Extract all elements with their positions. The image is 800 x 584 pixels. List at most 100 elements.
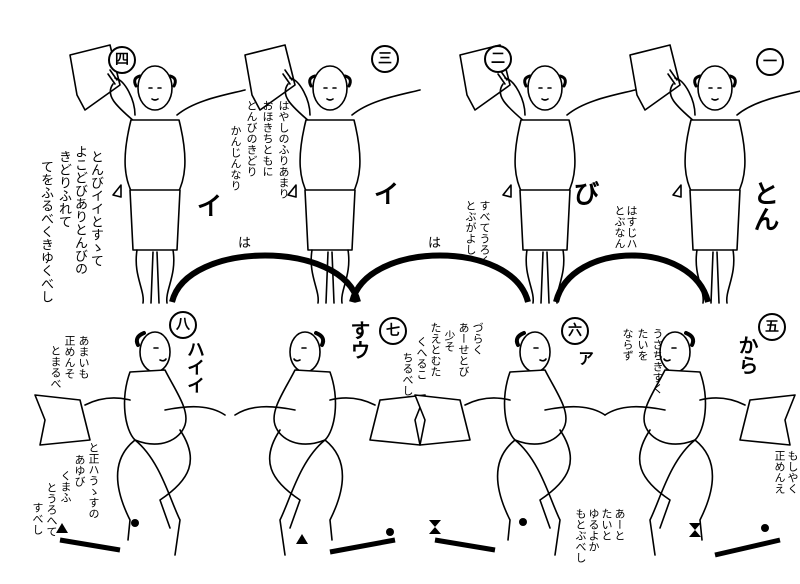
label-kara: から bbox=[735, 335, 759, 375]
note-line: はすじハ bbox=[625, 205, 638, 249]
torso bbox=[514, 119, 576, 196]
apron bbox=[304, 189, 356, 251]
head bbox=[527, 65, 563, 111]
note-line: よこどびありとんびの bbox=[72, 145, 87, 275]
note-line: ならず bbox=[621, 328, 634, 361]
face bbox=[663, 347, 677, 362]
head bbox=[289, 331, 321, 373]
ground-bar bbox=[434, 537, 496, 553]
note-line: くまふ bbox=[59, 470, 72, 503]
step-number-4: 四 bbox=[108, 46, 136, 74]
arms bbox=[84, 397, 226, 416]
arch bbox=[169, 252, 361, 303]
ball-marker bbox=[519, 518, 527, 526]
ground-bars bbox=[56, 518, 781, 558]
note-line: とんびのきどり bbox=[245, 100, 258, 177]
step-number-2: 二 bbox=[484, 45, 512, 73]
fan bbox=[69, 44, 121, 111]
legs bbox=[116, 429, 192, 556]
label-bi: び bbox=[569, 180, 599, 206]
squatting-dancer bbox=[414, 331, 606, 556]
note-line: 少そ bbox=[443, 330, 456, 352]
arms bbox=[234, 397, 376, 416]
fan bbox=[34, 394, 91, 446]
fan bbox=[244, 44, 296, 111]
note-line: すべし bbox=[31, 502, 44, 535]
hair bbox=[134, 331, 146, 347]
head bbox=[659, 331, 691, 373]
note-line: すべてうろく bbox=[478, 200, 491, 266]
hair bbox=[133, 74, 177, 88]
tassel bbox=[502, 184, 512, 198]
arms bbox=[464, 397, 606, 416]
ball-marker bbox=[761, 524, 769, 532]
label-ton: とん bbox=[749, 180, 779, 232]
head bbox=[697, 65, 733, 111]
note-line: くへるこ bbox=[415, 336, 428, 380]
arms bbox=[669, 77, 800, 123]
note-line: てをふるべくきゆくべし bbox=[38, 160, 53, 303]
arms bbox=[284, 77, 421, 123]
fan bbox=[369, 394, 426, 446]
torso bbox=[684, 119, 746, 196]
standing-dancer bbox=[244, 44, 421, 304]
note-line: もとぶべし bbox=[574, 508, 587, 563]
torso bbox=[273, 369, 337, 445]
label-i-4: イ bbox=[192, 192, 222, 218]
face bbox=[538, 87, 552, 101]
label-i-3: イ bbox=[369, 180, 399, 206]
head bbox=[139, 331, 171, 373]
note-line: ちるべし bbox=[401, 352, 414, 396]
arch bbox=[349, 252, 531, 303]
note-line: づらく bbox=[471, 322, 484, 355]
squatting-dancer bbox=[234, 331, 426, 556]
stage-arches bbox=[169, 252, 711, 303]
legs bbox=[135, 249, 175, 304]
step-number-7: 七 bbox=[379, 317, 407, 345]
step-number-6: 六 bbox=[561, 317, 589, 345]
torso bbox=[643, 369, 707, 445]
face bbox=[148, 87, 162, 101]
arch bbox=[553, 252, 711, 303]
legs bbox=[268, 429, 344, 556]
legs bbox=[638, 429, 714, 556]
torso bbox=[503, 369, 567, 445]
head bbox=[137, 65, 173, 111]
standing-dancer bbox=[629, 44, 800, 304]
note-line: はやしのふりあまり bbox=[277, 100, 290, 199]
hair bbox=[514, 331, 526, 347]
torso bbox=[123, 369, 187, 445]
ball-marker bbox=[131, 519, 139, 527]
note-line: と正ハうゝすの bbox=[87, 442, 100, 519]
note-line: 正めんえ bbox=[773, 450, 786, 494]
step-number-8: 八 bbox=[169, 311, 197, 339]
note-line: うさちきすく bbox=[651, 328, 664, 394]
arms bbox=[604, 397, 746, 416]
standing-dancer bbox=[69, 44, 246, 304]
legs bbox=[496, 429, 572, 556]
note-line: とまるべ bbox=[49, 345, 62, 389]
triangle-marker bbox=[56, 523, 68, 533]
note-line: あーせとび bbox=[457, 322, 470, 377]
arms bbox=[499, 77, 636, 123]
apron bbox=[129, 189, 181, 251]
apron bbox=[689, 189, 741, 251]
legs bbox=[525, 249, 565, 304]
note-line: とぶがよし bbox=[464, 200, 477, 255]
squatting-dancer bbox=[604, 331, 796, 556]
note-line: とぶなん bbox=[613, 205, 626, 249]
note-line: あまいも bbox=[77, 335, 90, 379]
note-line: たいと bbox=[600, 508, 613, 541]
ground-bar bbox=[59, 537, 121, 553]
label-haii: ハイイ bbox=[184, 340, 205, 394]
torso bbox=[124, 119, 186, 196]
label-a: ア bbox=[575, 350, 594, 366]
tassel bbox=[287, 184, 297, 198]
step-number-3: 三 bbox=[371, 45, 399, 73]
fan bbox=[739, 394, 796, 446]
hair bbox=[693, 74, 737, 88]
note-line: とんびイイとすゝて bbox=[88, 150, 103, 267]
triangle-marker bbox=[296, 534, 308, 544]
note-line: あーと bbox=[613, 508, 626, 541]
